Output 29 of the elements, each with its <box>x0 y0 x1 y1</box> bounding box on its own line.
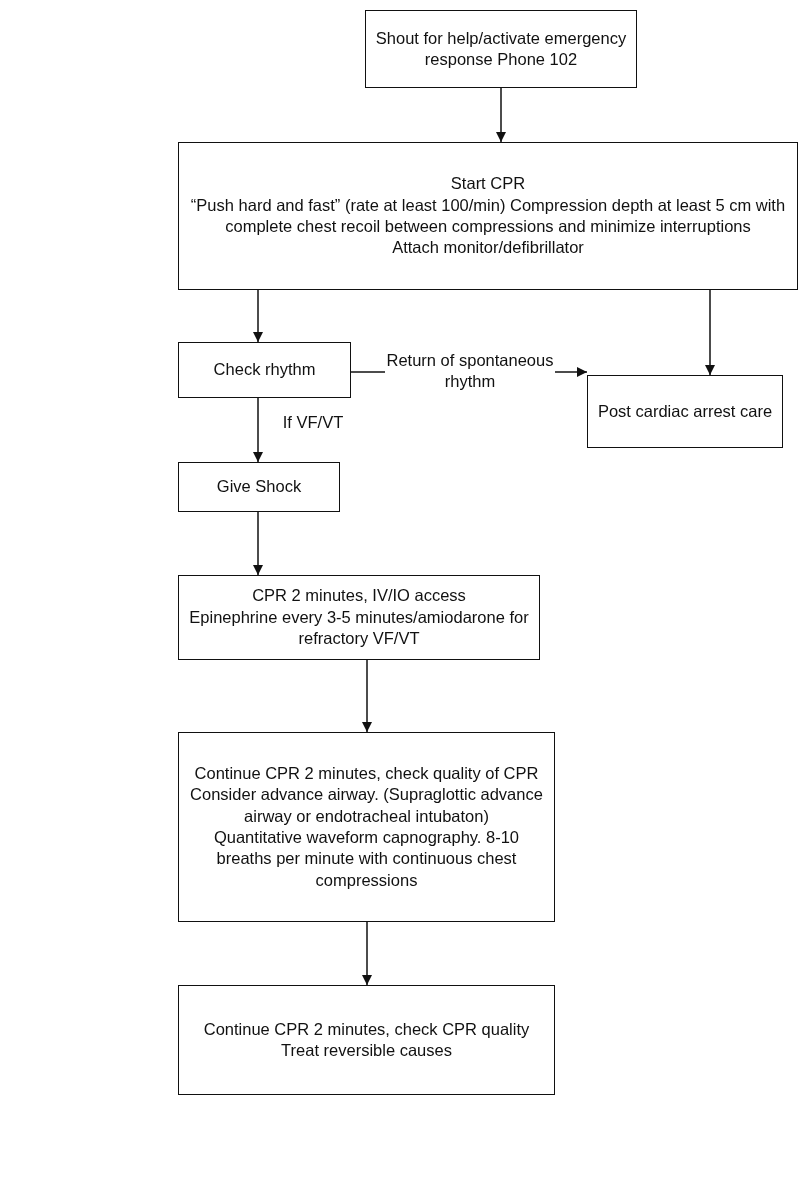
box-text: Quantitative waveform capnography. 8-10 breaths per minute with continuous chest compressions <box>212 827 521 891</box>
box-text: Post cardiac arrest care <box>597 400 773 422</box>
arrow <box>361 659 373 733</box>
arrow <box>704 289 716 376</box>
box-text: Continue CPR 2 minutes, check CPR quality <box>203 1018 530 1040</box>
box-text: CPR 2 minutes, IV/IO access <box>252 585 466 607</box>
process-box <box>178 462 340 512</box>
box-text: Shout for help/activate emergency response Phone 102 <box>374 27 628 70</box>
arrow <box>495 87 507 143</box>
arrow <box>361 921 373 986</box>
process-box <box>178 575 540 660</box>
process-box <box>587 375 783 448</box>
box-text: Start CPR <box>450 173 526 195</box>
box-text: Consider advance airway. (Supraglottic advance airway or endotracheal intubaton) <box>189 784 544 827</box>
box-text: Treat reversible causes <box>281 1040 452 1061</box>
process-box <box>178 985 555 1095</box>
box-text: “Push hard and fast” (rate at least 100/min) Compression depth at least 5 cm with complete chest recoil between compressions and minimize interruptions <box>189 194 787 237</box>
box-text: Continue CPR 2 minutes, check quality of CPR <box>194 762 539 784</box>
arrow <box>252 397 264 463</box>
arrow <box>252 511 264 576</box>
box-text: Attach monitor/defibrillator <box>392 237 584 259</box>
arrow <box>252 289 264 343</box>
box-text: Epinephrine every 3-5 minutes/amiodarone for refractory VF/VT <box>188 606 530 650</box>
box-text: Check rhythm <box>213 359 316 381</box>
box-text: Give Shock <box>216 476 302 498</box>
process-box <box>178 342 351 398</box>
process-box <box>178 142 798 290</box>
process-box <box>178 732 555 922</box>
process-box <box>365 10 637 88</box>
